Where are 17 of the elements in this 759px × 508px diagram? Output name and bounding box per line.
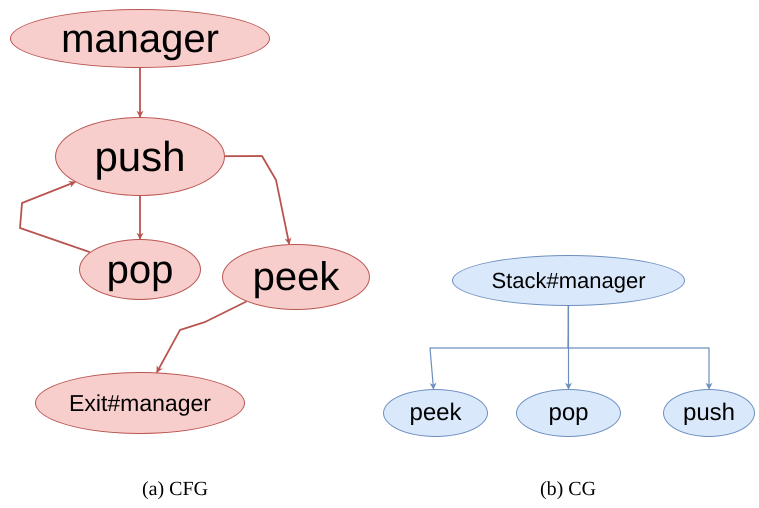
function-ellipse: push — [55, 117, 225, 196]
arrow — [225, 155, 292, 245]
subfigure-caption: (b) CG — [538, 478, 598, 501]
function-ellipse: Stack#manager — [452, 255, 685, 306]
arrow — [19, 181, 90, 253]
arrow — [156, 300, 247, 374]
function-ellipse: push — [663, 389, 755, 437]
arrow — [567, 306, 712, 390]
function-ellipse: Exit#manager — [35, 372, 245, 434]
function-ellipse: peek — [383, 389, 488, 437]
arrow — [136, 196, 144, 240]
subfigure-caption: (a) CFG — [140, 478, 210, 501]
function-ellipse: pop — [516, 389, 621, 437]
function-ellipse: peek — [222, 244, 370, 310]
function-ellipse: manager — [10, 9, 270, 68]
arrow — [136, 68, 144, 118]
function-ellipse: pop — [79, 239, 201, 300]
